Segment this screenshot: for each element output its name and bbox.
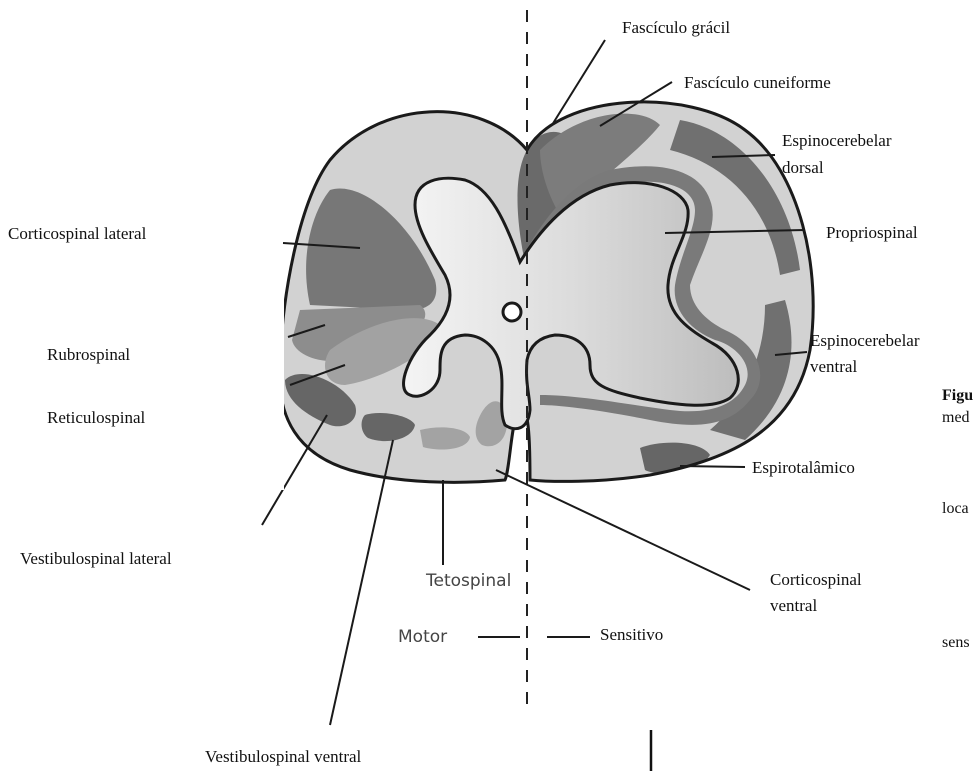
caption-fragment-2: med	[942, 409, 970, 427]
label-motor: Motor	[398, 627, 447, 648]
label-fasciculo-gracil: Fascículo grácil	[622, 17, 730, 38]
label-rubrospinal: Rubrospinal	[47, 344, 130, 365]
label-espirotalamico: Espirotalâmico	[752, 457, 855, 478]
label-corticospinal-ventral-line1: Corticospinal	[770, 569, 862, 590]
label-tetospinal: Tetospinal	[426, 571, 511, 592]
label-vestibulospinal-ventral: Vestibulospinal ventral	[205, 746, 361, 767]
label-sensitivo: Sensitivo	[600, 624, 663, 645]
label-espinocerebelar-dorsal-line1: Espinocerebelar	[782, 130, 892, 151]
label-corticospinal-ventral-line2: ventral	[770, 595, 817, 616]
label-espinocerebelar-dorsal-line2: dorsal	[782, 157, 824, 178]
label-propriospinal: Propriospinal	[826, 222, 918, 243]
mask-rect	[0, 290, 284, 490]
label-espinocerebelar-ventral-line1: Espinocerebelar	[810, 330, 920, 351]
caption-fragment-1: Figu	[942, 387, 973, 405]
caption-fragment-4: sens	[942, 634, 970, 652]
caption-fragment-3: loca	[942, 500, 969, 518]
label-reticulospinal: Reticulospinal	[47, 407, 145, 428]
label-vestibulospinal-lateral: Vestibulospinal lateral	[20, 548, 172, 569]
label-corticospinal-lateral: Corticospinal lateral	[8, 223, 146, 244]
label-fasciculo-cuneiforme: Fascículo cuneiforme	[684, 72, 831, 93]
central-canal	[503, 303, 521, 321]
label-espinocerebelar-ventral-line2: ventral	[810, 356, 857, 377]
